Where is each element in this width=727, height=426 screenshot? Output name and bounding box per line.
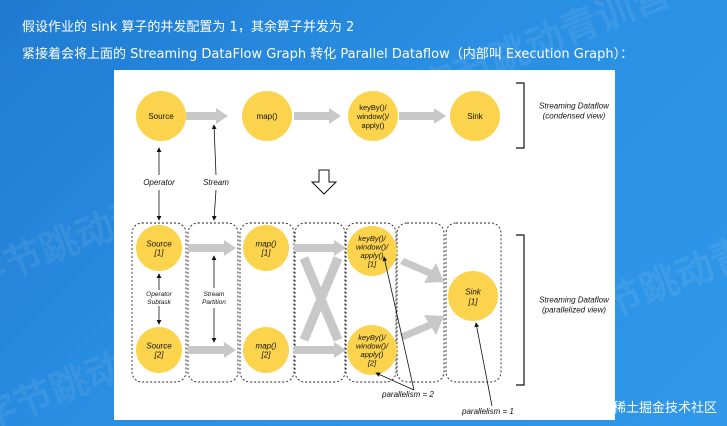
parallel-edges [188,240,444,358]
intro-line-2: 紧接着会将上面的 Streaming DataFlow Graph 转化 Par… [22,47,634,62]
stream-label: Stream [203,178,229,187]
node-label: keyBy()/window()/apply()[1] [356,234,389,269]
node-label: Sink [467,112,484,121]
node-map-1: map()[1] [243,225,289,271]
dataflow-diagram-panel: Source map() keyBy()/window()/apply() Si… [114,70,615,420]
node-label: Sink[1] [465,288,482,307]
node-label: map()[1] [256,240,277,258]
condensed-nodes: Source map() keyBy()/window()/apply() Si… [136,91,500,141]
stream-arrow [188,342,236,358]
parallelism-1-pointer [474,322,493,407]
stream-arrow [400,315,444,340]
node-sink: Sink [450,91,500,141]
dataflow-diagram: Source map() keyBy()/window()/apply() Si… [131,82,610,416]
node-source-2: Source[2] [136,327,182,373]
node-label: keyBy()/window()/apply() [356,103,390,130]
parallelism-2-pointer [375,372,415,391]
node-sink-1: Sink[1] [448,271,498,321]
bracket-condensed [516,82,525,149]
node-label: map() [257,112,278,121]
parallelism-2-pointer [382,256,415,391]
caption-condensed: Streaming Dataflow(condensed view) [539,102,610,121]
node-map: map() [242,91,292,141]
stream-arrow [188,240,236,256]
node-keyby-2: keyBy()/window()/apply()[2] [347,325,397,375]
node-label: Source [148,112,174,121]
parallelism-1-label: parallelism = 1 [461,407,514,416]
node-map-2: map()[2] [243,327,289,373]
node-label: Source[2] [146,342,172,360]
operator-label: Operator [143,178,175,187]
node-label: Source[1] [146,240,172,258]
stream-arrow [294,342,346,358]
stream-arrow [294,108,341,124]
stream-arrow [294,240,346,256]
intro-line-1: 假设作业的 sink 算子的并发配置为 1，其余算子并发为 2 [22,20,355,35]
shuffle-edge [299,256,343,342]
node-label: keyBy()/window()/apply()[2] [356,333,389,368]
stream-arrow [400,258,444,283]
stream-pointer [211,124,217,176]
node-keyby-1: keyBy()/window()/apply()[1] [347,226,397,276]
node-keyby-window-apply: keyBy()/window()/apply() [348,91,398,141]
parallel-columns [131,222,502,383]
condensed-edges [186,108,446,124]
transform-down-arrow [310,169,338,195]
stream-arrow [186,108,228,124]
stream-pointer [211,189,217,221]
parallel-nodes: Source[1] Source[2] map()[1] map()[2] ke… [136,225,498,375]
node-source-1: Source[1] [136,225,182,271]
footer-watermark: @稀土掘金技术社区 [599,401,717,416]
stream-arrow [399,108,446,124]
caption-parallel: Streaming Dataflow(parallelized view) [539,296,610,315]
node-label: map()[2] [256,342,277,360]
parallelism-2-label: parallelism = 2 [381,390,434,399]
node-source: Source [136,91,186,141]
bracket-parallel [516,234,525,386]
